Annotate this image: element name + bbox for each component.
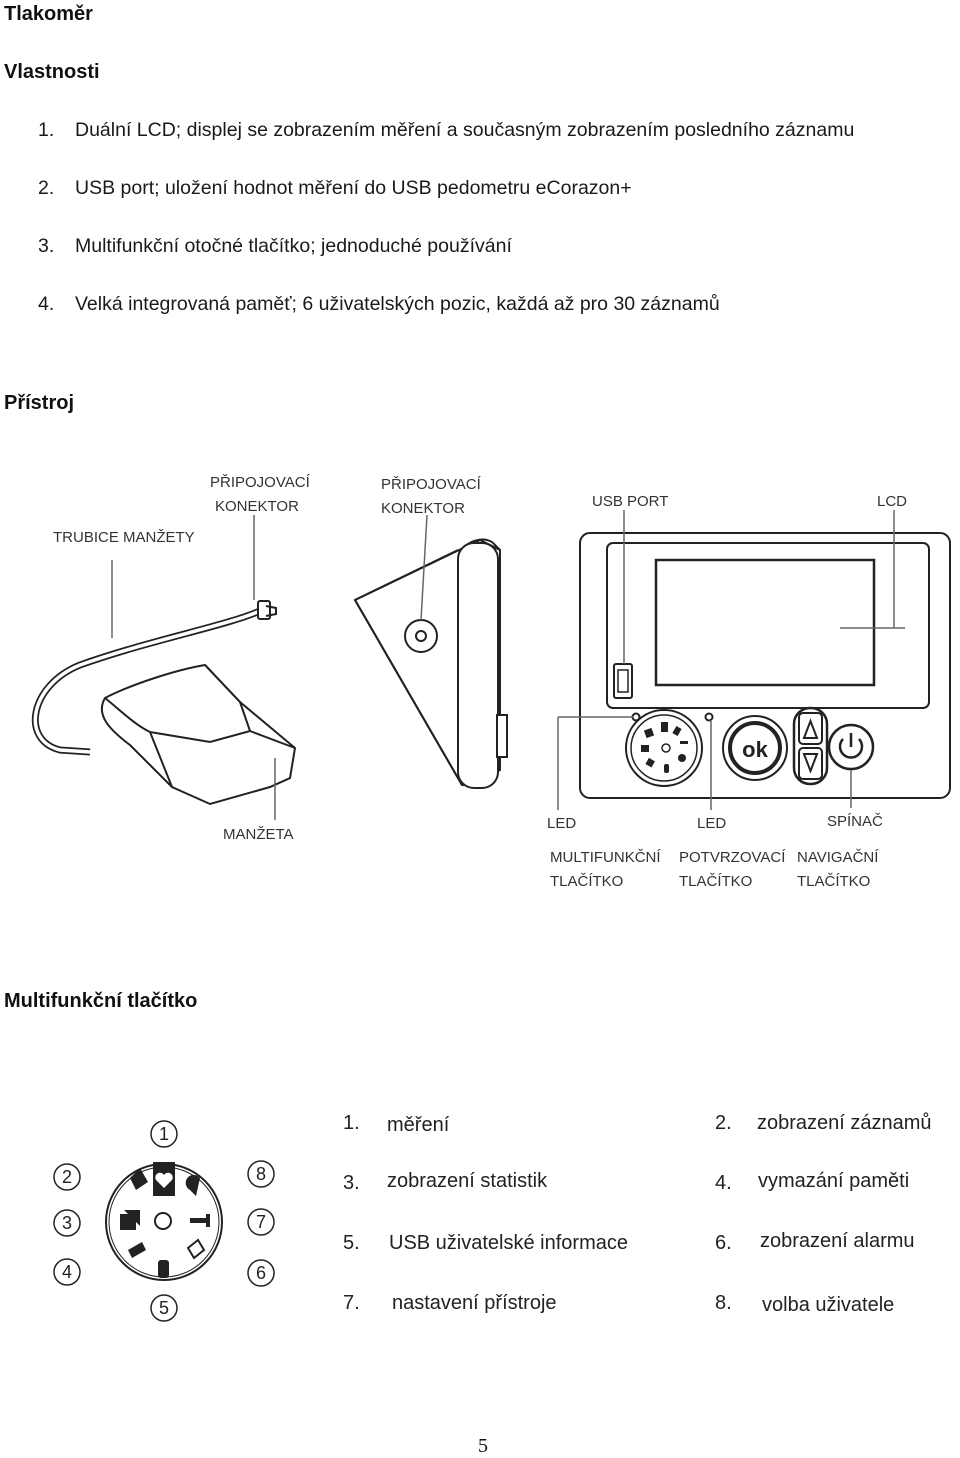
dial-number: 2 bbox=[62, 1167, 72, 1187]
settings-icon bbox=[190, 1214, 210, 1227]
list-item: 1.Duální LCD; displej se zobrazením měře… bbox=[38, 119, 855, 141]
function-label: volba uživatele bbox=[762, 1294, 895, 1316]
list-item: 2.USB port; uložení hodnot měření do USB… bbox=[38, 177, 632, 199]
section-heading-multifunction: Multifunkční tlačítko bbox=[4, 990, 198, 1012]
label-led-1: LED bbox=[547, 815, 577, 832]
dial-number: 6 bbox=[256, 1263, 266, 1283]
user-select-icon bbox=[185, 1174, 200, 1196]
function-number: 4. bbox=[715, 1172, 732, 1194]
list-item: 4.Velká integrovaná paměť; 6 uživatelský… bbox=[38, 293, 720, 315]
page-number: 5 bbox=[478, 1435, 488, 1457]
label-cuff-tube: TRUBICE MANŽETY bbox=[53, 529, 195, 546]
dial-number: 4 bbox=[62, 1262, 72, 1282]
function-number: 3. bbox=[343, 1172, 360, 1194]
section-heading-device: Přístroj bbox=[4, 392, 75, 414]
device-diagram: ok bbox=[31, 510, 951, 820]
label-led-2: LED bbox=[697, 815, 727, 832]
delete-memory-icon bbox=[128, 1242, 146, 1258]
label-cuff: MANŽETA bbox=[223, 826, 294, 843]
function-number: 6. bbox=[715, 1232, 732, 1254]
dial-diagram: 1 2 3 4 5 6 7 8 bbox=[53, 1120, 275, 1322]
function-label: zobrazení statistik bbox=[387, 1170, 548, 1192]
label-lcd: LCD bbox=[877, 493, 908, 510]
function-number: 7. bbox=[343, 1292, 360, 1314]
function-number: 2. bbox=[715, 1112, 732, 1134]
function-number: 5. bbox=[343, 1232, 360, 1254]
label-switch: SPÍNAČ bbox=[827, 813, 883, 830]
function-label: nastavení přístroje bbox=[392, 1292, 557, 1314]
page-title: Tlakoměr bbox=[4, 3, 93, 25]
dial-number: 1 bbox=[159, 1124, 169, 1144]
function-label: zobrazení alarmu bbox=[760, 1230, 915, 1252]
records-icon bbox=[130, 1168, 148, 1190]
dial-number: 3 bbox=[62, 1213, 72, 1233]
label-usb-port: USB PORT bbox=[592, 493, 669, 510]
ok-button-label: ok bbox=[742, 737, 768, 762]
function-label: vymazání paměti bbox=[758, 1170, 910, 1192]
function-label: měření bbox=[387, 1114, 450, 1136]
dial-number: 5 bbox=[159, 1298, 169, 1318]
function-number: 1. bbox=[343, 1112, 360, 1134]
dial-number: 7 bbox=[256, 1212, 266, 1232]
alarm-icon bbox=[186, 1238, 206, 1260]
list-item: 3.Multifunkční otočné tlačítko; jednoduc… bbox=[38, 235, 512, 257]
function-label: zobrazení záznamů bbox=[757, 1112, 932, 1134]
function-number: 8. bbox=[715, 1292, 732, 1314]
section-heading-properties: Vlastnosti bbox=[4, 61, 100, 83]
usb-info-icon bbox=[158, 1260, 169, 1278]
dial-number: 8 bbox=[256, 1164, 266, 1184]
statistics-icon bbox=[120, 1210, 140, 1230]
function-label: USB uživatelské informace bbox=[389, 1232, 628, 1254]
